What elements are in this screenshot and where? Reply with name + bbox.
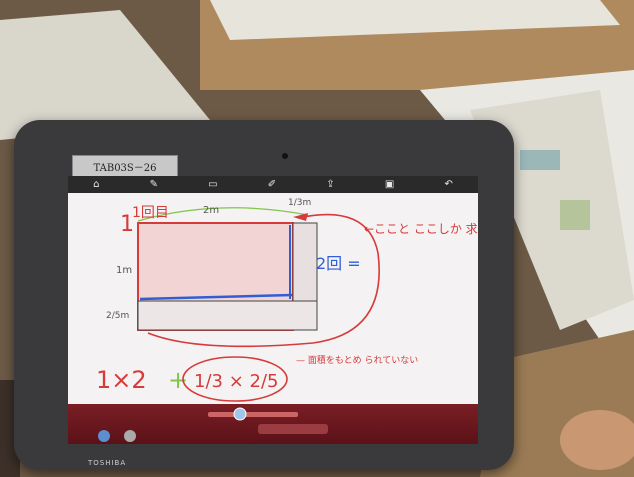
- expression-left: 1×2: [96, 366, 147, 394]
- circled-expression: [182, 356, 288, 402]
- asset-tag-label: TAB03S－26: [72, 155, 178, 177]
- pen-icon[interactable]: ✎: [149, 179, 158, 190]
- green-dimension-arc: [137, 207, 309, 222]
- camera-icon: [282, 153, 288, 159]
- red-arrow: [293, 213, 308, 221]
- drawing-toolbar: ⌂ ✎ ▭ ✐ ⇪ ▣ ↶: [68, 176, 478, 193]
- home-icon[interactable]: ⌂: [93, 179, 100, 190]
- eraser-icon[interactable]: ▭: [208, 179, 218, 190]
- marker-icon[interactable]: ✐: [267, 179, 277, 190]
- second-round-text: 2回 =: [316, 254, 361, 273]
- plus-sign: +: [168, 366, 188, 394]
- undo-icon[interactable]: ↶: [444, 179, 453, 190]
- note-top: ←ここと ここしか 求めて いない: [364, 222, 478, 236]
- expression-right: 1/3 × 2/5: [194, 371, 278, 392]
- upload-icon[interactable]: ⇪: [326, 179, 335, 190]
- small-width-label: 1/3m: [288, 198, 311, 208]
- brand-logo: TOSHIBA: [88, 459, 127, 467]
- tablet-screen: ⌂ ✎ ▭ ✐ ⇪ ▣ ↶ 1 1回目 2m 1m 2/5m 1/3m 2回 =…: [68, 176, 478, 404]
- page-nav[interactable]: [258, 424, 328, 434]
- save-icon[interactable]: ▣: [384, 179, 395, 190]
- round-label: 1回目: [132, 205, 169, 221]
- app-icon[interactable]: [124, 430, 136, 442]
- tablet-taskbar: [68, 404, 478, 444]
- note-bottom: — 面積をもとめ られていない: [296, 354, 418, 366]
- slider-track[interactable]: [208, 412, 298, 417]
- start-icon[interactable]: [98, 430, 110, 442]
- height-label: 1m: [116, 265, 132, 276]
- taskbar-controls: [98, 407, 328, 442]
- drawing-canvas[interactable]: 1 1回目 2m 1m 2/5m 1/3m 2回 = ←ここと ここしか 求めて…: [68, 193, 478, 404]
- red-loop: [147, 213, 380, 348]
- small-height-label: 2/5m: [106, 311, 129, 321]
- blue-line: [139, 293, 293, 301]
- bottom-strip: [137, 300, 318, 331]
- width-label: 2m: [203, 205, 219, 216]
- problem-number: 1: [120, 212, 134, 237]
- slider-handle[interactable]: [233, 407, 247, 421]
